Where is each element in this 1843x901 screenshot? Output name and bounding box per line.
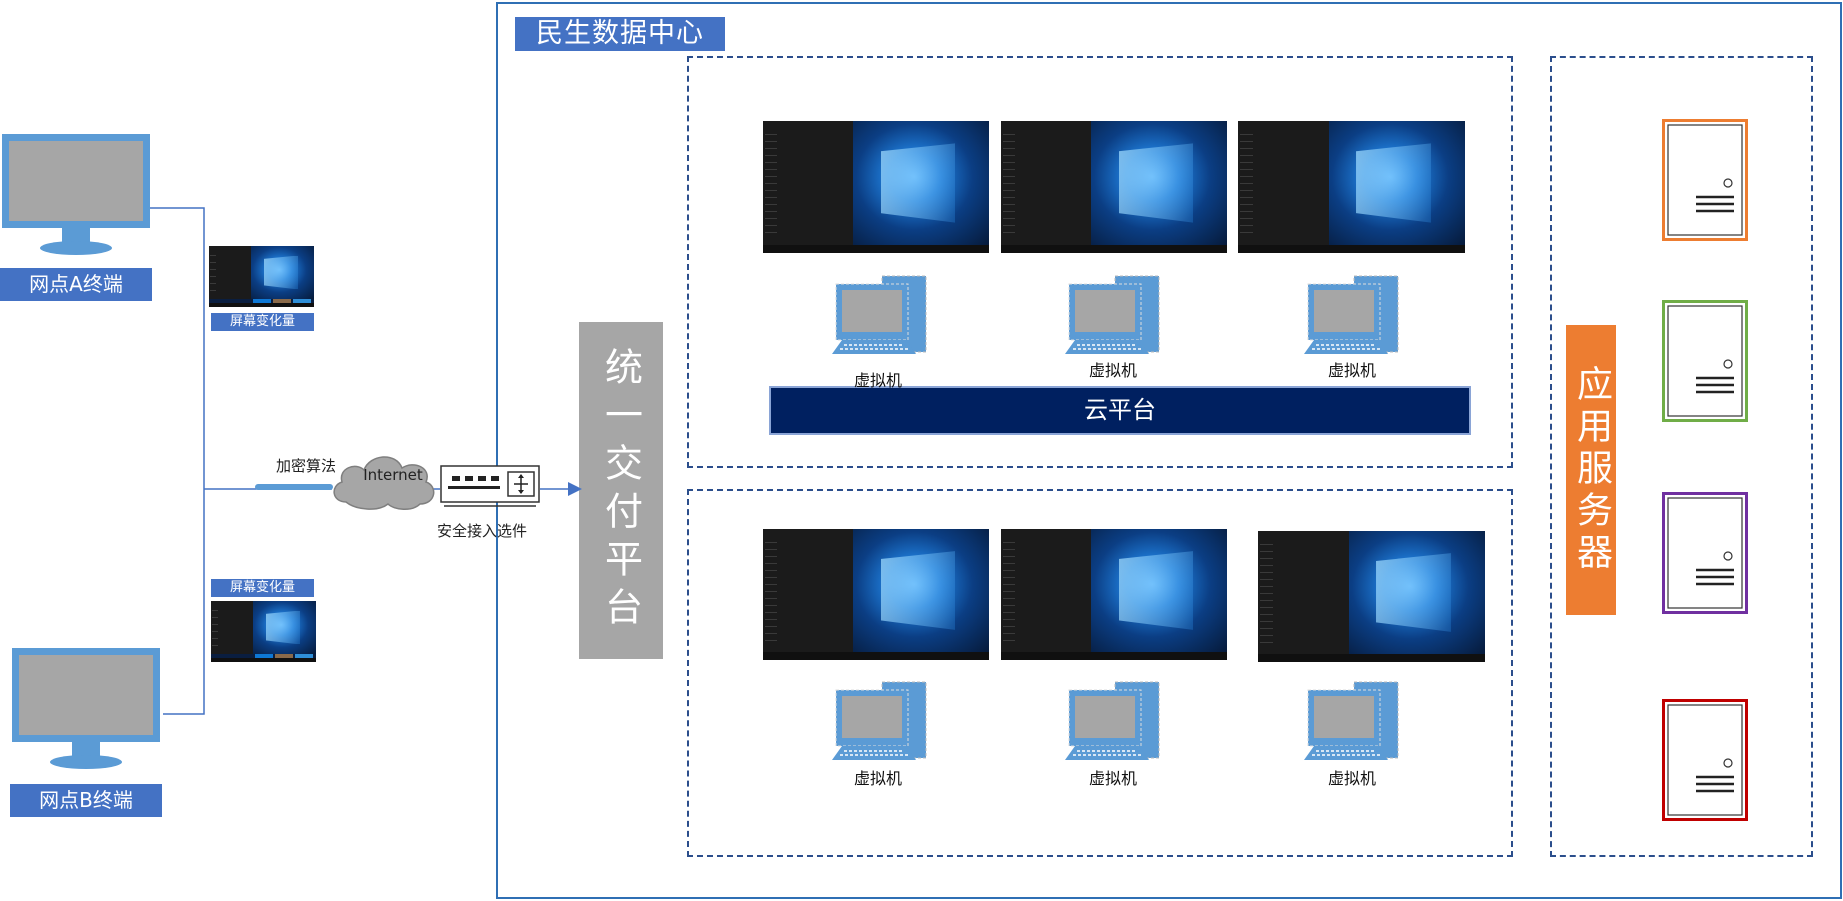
gateway-label: 安全接入选件 bbox=[437, 522, 528, 540]
desktop-screenshot bbox=[1001, 121, 1227, 253]
screen-change-thumbnail bbox=[211, 601, 316, 662]
internet-label: Internet bbox=[363, 466, 423, 484]
screen-change-tag: 屏幕变化量 bbox=[211, 313, 314, 331]
desktop-screenshot bbox=[763, 121, 989, 253]
terminal-a-label: 网点A终端 bbox=[0, 268, 152, 301]
terminal-b-label: 网点B终端 bbox=[10, 784, 162, 817]
terminal-b-monitor-icon bbox=[12, 648, 160, 769]
virtual-machine-icon bbox=[1304, 681, 1399, 760]
virtual-machine-icon bbox=[1065, 681, 1160, 760]
encryption-label: 加密算法 bbox=[276, 457, 337, 475]
vm-label: 虚拟机 bbox=[1327, 361, 1376, 380]
gateway-switch-icon bbox=[440, 465, 540, 507]
vm-label: 虚拟机 bbox=[1088, 361, 1137, 380]
app-server-zone bbox=[1550, 56, 1813, 857]
app-server-label-block: 应用服务器 bbox=[1566, 325, 1616, 615]
cloud-platform-bar: 云平台 bbox=[769, 386, 1471, 435]
virtual-machine-icon bbox=[1304, 275, 1399, 354]
screen-change-tag: 屏幕变化量 bbox=[211, 579, 314, 597]
desktop-screenshot bbox=[1258, 531, 1485, 662]
virtual-machine-icon bbox=[832, 681, 927, 760]
vm-label: 虚拟机 bbox=[853, 769, 902, 788]
virtual-machine-icon bbox=[1065, 275, 1160, 354]
desktop-screenshot bbox=[1238, 121, 1465, 253]
desktop-screenshot bbox=[1001, 529, 1227, 660]
screen-change-thumbnail bbox=[209, 246, 314, 307]
data-center-title: 民生数据中心 bbox=[515, 17, 725, 51]
data-center-frame bbox=[496, 2, 1842, 899]
unified-delivery-platform: 统一交付平台 bbox=[579, 322, 663, 659]
desktop-screenshot bbox=[763, 529, 989, 660]
internet-cloud-icon bbox=[333, 456, 435, 510]
server-icon bbox=[1662, 492, 1748, 614]
vm-cluster-top bbox=[687, 56, 1513, 468]
server-icon bbox=[1662, 300, 1748, 422]
server-icon bbox=[1662, 119, 1748, 241]
virtual-machine-icon bbox=[832, 275, 927, 354]
connection-lines bbox=[150, 207, 582, 715]
vm-label: 虚拟机 bbox=[1327, 769, 1376, 788]
vm-cluster-bottom bbox=[687, 489, 1513, 857]
vm-label: 虚拟机 bbox=[1088, 769, 1137, 788]
terminal-a-monitor-icon bbox=[2, 134, 150, 255]
server-icon bbox=[1662, 699, 1748, 821]
vm-label: 虚拟机 bbox=[853, 371, 902, 390]
